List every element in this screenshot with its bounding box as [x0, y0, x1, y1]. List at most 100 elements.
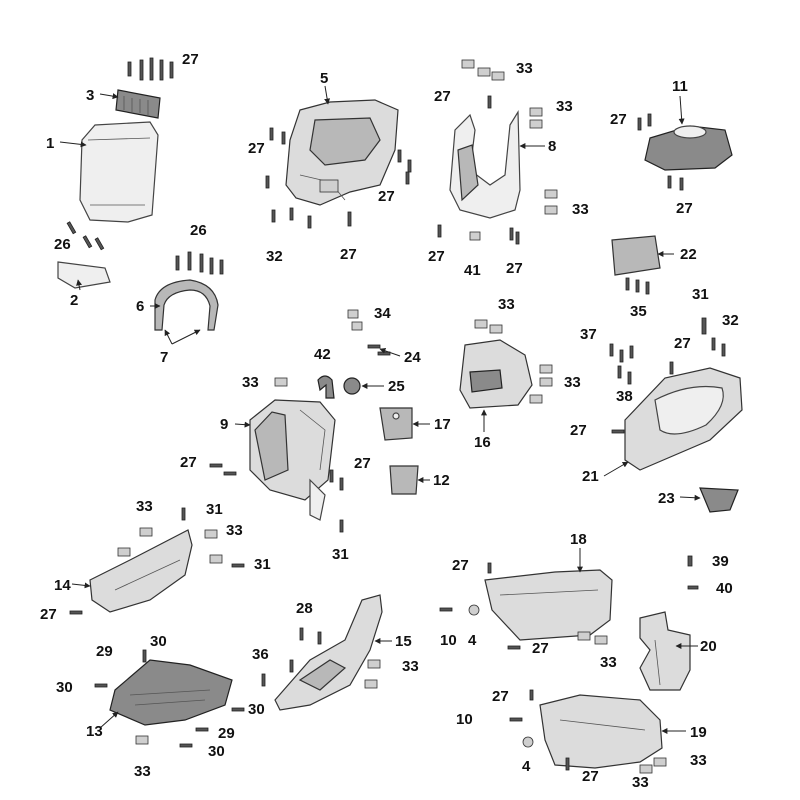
callout-1: 1 [46, 135, 54, 152]
clip-set-33-top-center [461, 59, 505, 81]
callout-15: 15 [395, 633, 412, 650]
part-8-front-lower-panel [449, 109, 521, 219]
callout-35: 35 [630, 303, 647, 320]
screw-27-near-21 [611, 429, 625, 434]
callout-26-left: 26 [54, 236, 71, 253]
callout-27-g: 27 [506, 260, 523, 277]
callout-9: 9 [220, 416, 228, 433]
callout-33-h: 33 [226, 522, 243, 539]
callout-23: 23 [658, 490, 675, 507]
callout-27-p: 27 [532, 640, 549, 657]
callout-27-e: 27 [434, 88, 451, 105]
callout-33-g: 33 [136, 498, 153, 515]
hw-39-40 [687, 555, 699, 590]
callout-33-i: 33 [402, 658, 419, 675]
screw-31-near-9 [339, 519, 344, 533]
screw-set-27-top [127, 57, 174, 81]
callout-27-c: 27 [378, 188, 395, 205]
part-16-center-cover [459, 339, 533, 409]
callout-4-lower: 4 [522, 758, 531, 775]
part-25-mount [343, 377, 361, 395]
callout-27-r: 27 [582, 768, 599, 785]
screw-set-26-top [175, 251, 224, 275]
leader-lines [59, 85, 701, 734]
callout-36: 36 [252, 646, 269, 663]
clip-33-near-9 [274, 377, 288, 387]
part-11-top-cover [644, 125, 733, 171]
part-13-floor-panel [109, 659, 233, 726]
callout-33-k: 33 [134, 763, 151, 780]
part-3-bracket [115, 89, 161, 119]
part-42-bracket [317, 375, 335, 399]
part-17-panel [379, 407, 413, 441]
screw-set-27-near-9 [209, 463, 344, 491]
callout-33-d: 33 [498, 296, 515, 313]
screws-31-27-near-14 [69, 507, 245, 615]
hw-10-4-upper [439, 562, 521, 650]
callout-33-e: 33 [564, 374, 581, 391]
screw-set-37-38 [609, 343, 634, 385]
callout-14: 14 [54, 577, 71, 594]
callout-33-l: 33 [690, 752, 707, 769]
callout-31-a: 31 [206, 501, 223, 518]
callout-27-a: 27 [182, 51, 199, 68]
callout-27-h: 27 [610, 111, 627, 128]
callout-20: 20 [700, 638, 717, 655]
screw-set-35 [625, 277, 650, 295]
callout-31-b: 31 [254, 556, 271, 573]
clip-set-33-near-19 [639, 757, 667, 774]
screw-set-26-left [66, 221, 105, 251]
clip-set-33-near-15 [364, 659, 381, 689]
part-2-small-panel [57, 261, 111, 289]
part-5-inner-shield [285, 99, 399, 206]
clip-set-33-near-16 [474, 319, 553, 404]
screw-set-27-center [437, 95, 520, 245]
callout-19: 19 [690, 724, 707, 741]
callout-16: 16 [474, 434, 491, 451]
callout-31-d: 31 [692, 286, 709, 303]
part-9-inner-panel [249, 399, 336, 521]
callout-11: 11 [672, 78, 688, 95]
callout-25: 25 [388, 378, 405, 395]
callout-33-a: 33 [516, 60, 533, 77]
callout-24: 24 [404, 349, 421, 366]
callout-17: 17 [434, 416, 451, 433]
callout-27-o: 27 [452, 557, 469, 574]
callout-30-c: 30 [248, 701, 265, 718]
callout-29-a: 29 [96, 643, 113, 660]
callout-labels: 1 2 3 4 4 5 6 7 8 9 10 10 11 12 13 14 15… [40, 51, 739, 791]
callout-33-j: 33 [600, 654, 617, 671]
callout-21: 21 [582, 468, 599, 485]
callout-22: 22 [680, 246, 697, 263]
hw-10-4-lower [509, 689, 570, 771]
part-23-small-cover [699, 487, 739, 513]
part-22-lid [611, 235, 661, 276]
callout-27-q: 27 [492, 688, 509, 705]
callout-40: 40 [716, 580, 733, 597]
part-15-side-rail [274, 594, 383, 711]
callout-27-l: 27 [180, 454, 197, 471]
part-12-panel [389, 465, 419, 495]
part-19-rear-side-cover [539, 694, 663, 769]
callout-33-b: 33 [556, 98, 573, 115]
callout-30-d: 30 [208, 743, 225, 760]
callout-27-n: 27 [40, 606, 57, 623]
callout-27-i: 27 [676, 200, 693, 217]
part-21-floor-frame [624, 367, 743, 471]
callout-30-a: 30 [150, 633, 167, 650]
callout-37: 37 [580, 326, 597, 343]
part-20-bracket [639, 611, 691, 691]
part-18-rear-panel [484, 569, 613, 641]
callout-33-f: 33 [242, 374, 259, 391]
callout-12: 12 [433, 472, 450, 489]
callout-10-upper: 10 [440, 632, 457, 649]
callout-34: 34 [374, 305, 391, 322]
clip-set-33-near-14 [117, 527, 223, 564]
callout-30-b: 30 [56, 679, 73, 696]
callout-33-c: 33 [572, 201, 589, 218]
callout-27-k: 27 [570, 422, 587, 439]
callout-27-b: 27 [248, 140, 265, 157]
clip-set-33-right-center [529, 107, 558, 215]
part-6-arc-bracket [154, 279, 219, 331]
callout-10-lower: 10 [456, 711, 473, 728]
